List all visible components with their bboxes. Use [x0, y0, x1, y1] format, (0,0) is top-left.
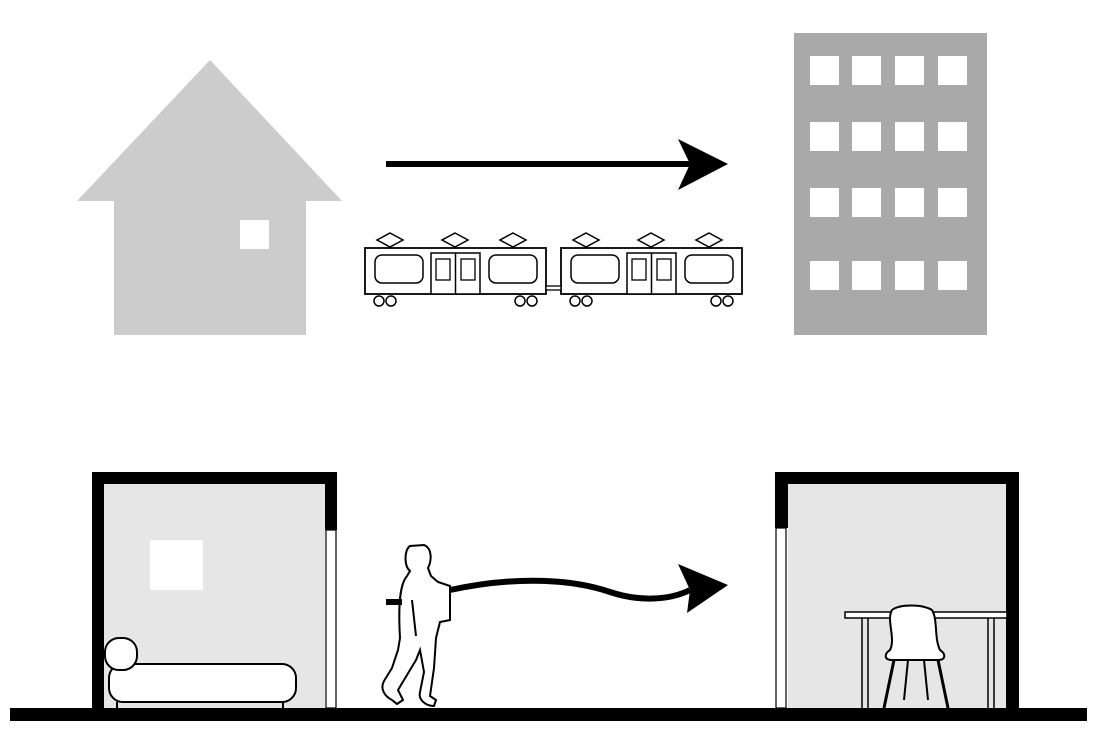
train-window	[374, 254, 424, 284]
train-window	[570, 254, 620, 284]
train-coupler	[545, 285, 562, 291]
train-wheel	[569, 295, 581, 307]
wavy-arrow-right-icon	[386, 564, 728, 613]
building-window	[938, 188, 967, 217]
train-wheel	[722, 295, 734, 307]
train-wheel	[710, 295, 722, 307]
pantograph	[636, 232, 666, 248]
building-window	[895, 56, 924, 85]
train-window	[488, 254, 538, 284]
pantograph	[498, 232, 528, 248]
train-wheel	[581, 295, 593, 307]
chair-icon	[882, 604, 950, 709]
office-building-icon	[794, 33, 987, 335]
train-wheel	[514, 295, 526, 307]
building-window	[852, 56, 881, 85]
train-car	[560, 232, 743, 307]
train-icon	[364, 232, 743, 307]
ground-line	[10, 708, 1087, 721]
train-car	[364, 232, 547, 307]
train-wheel	[373, 295, 385, 307]
train-wheel	[385, 295, 397, 307]
bedroom-window	[150, 540, 203, 590]
pantograph	[694, 232, 724, 248]
walking-person-icon	[381, 543, 451, 708]
arrow-right-icon	[386, 139, 728, 190]
building-window	[810, 122, 839, 151]
pantograph	[571, 232, 601, 248]
building-window	[895, 188, 924, 217]
building-window	[895, 122, 924, 151]
pantograph	[375, 232, 405, 248]
train-window	[684, 254, 734, 284]
building-window	[938, 261, 967, 290]
building-window	[938, 122, 967, 151]
office-room-section-icon	[775, 472, 1019, 709]
building-window	[852, 261, 881, 290]
train-wheel	[526, 295, 538, 307]
bedroom-section-icon	[92, 472, 337, 709]
bed-icon	[104, 637, 297, 708]
pantograph	[440, 232, 470, 248]
building-window	[852, 188, 881, 217]
house-icon	[77, 60, 342, 335]
building-window	[810, 56, 839, 85]
building-window	[938, 56, 967, 85]
building-window	[895, 261, 924, 290]
building-window	[810, 188, 839, 217]
building-window	[852, 122, 881, 151]
building-window	[810, 261, 839, 290]
